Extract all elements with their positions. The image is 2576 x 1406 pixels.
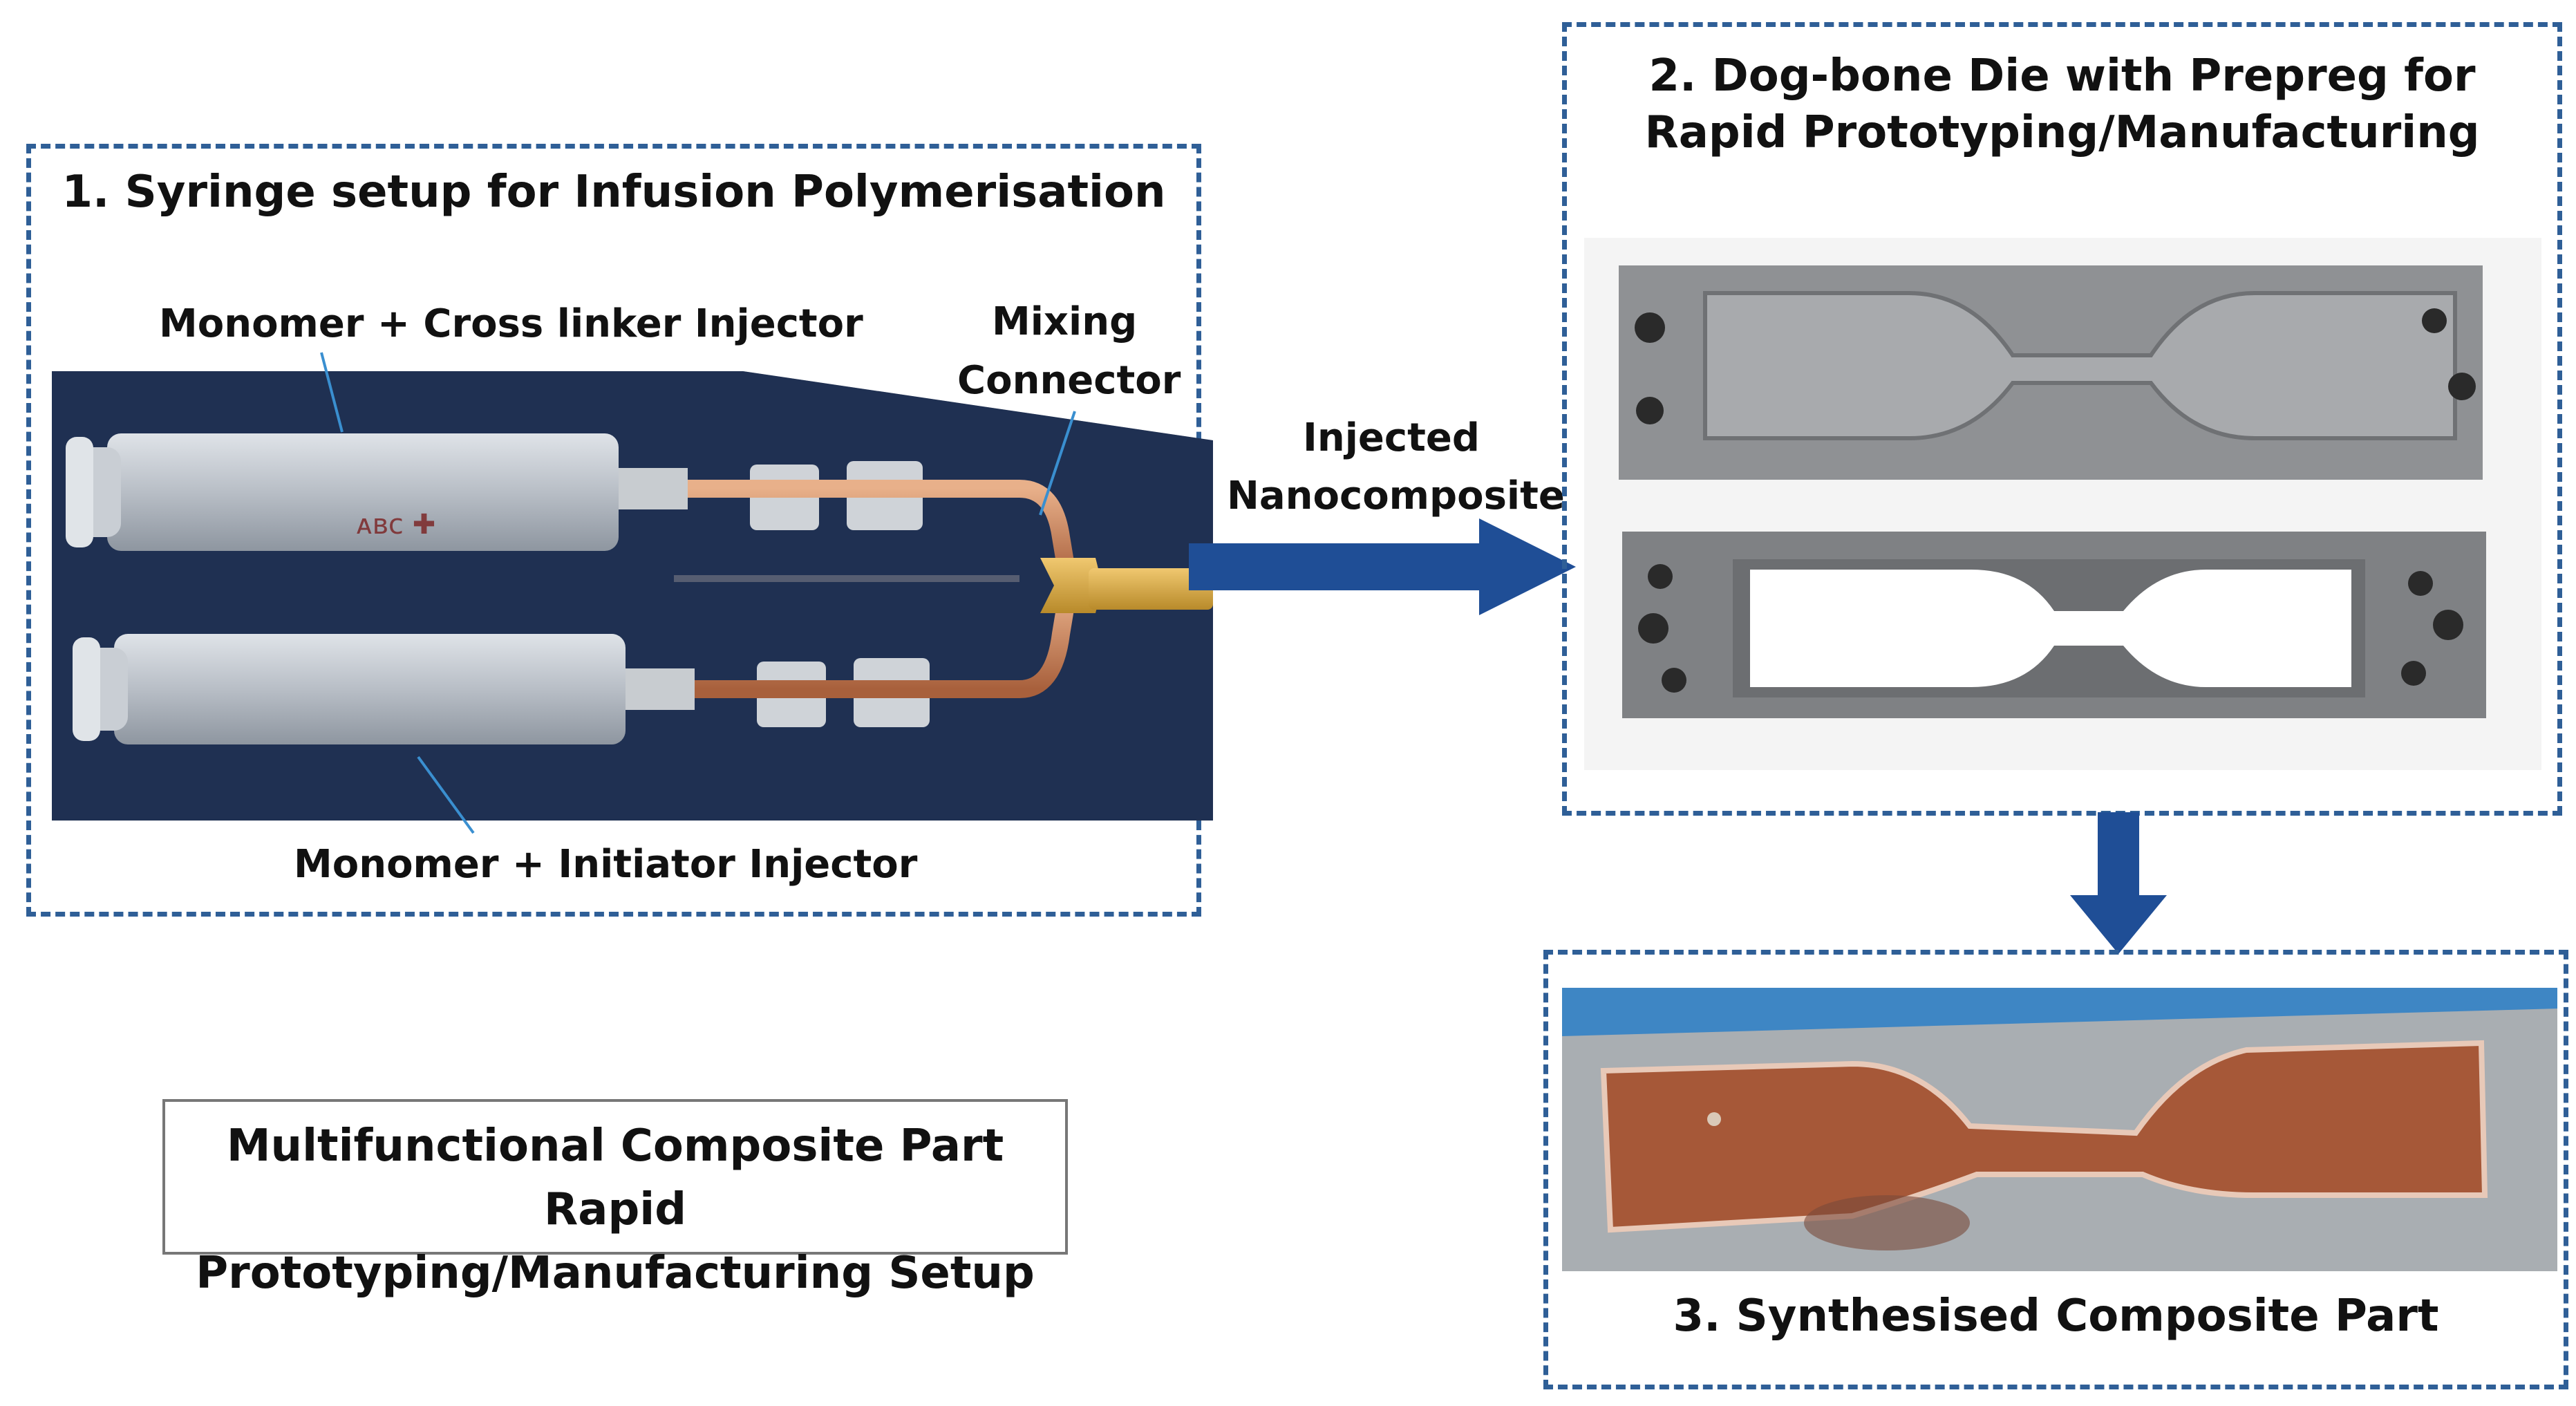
dogbone-die-title-line2: Rapid Prototyping/Manufacturing	[1644, 107, 2480, 158]
process-arrow-right	[1189, 518, 1576, 615]
setup-caption-line2: Prototyping/Manufacturing Setup	[196, 1248, 1035, 1299]
synthesised-part-title: 3. Synthesised Composite Part	[1673, 1291, 2439, 1342]
svg-text:ᴀʙᴄ ✚: ᴀʙᴄ ✚	[356, 509, 435, 541]
syringe-setup-panel: 1. Syringe setup for Infusion Polymerisa…	[26, 144, 1213, 917]
process-arrow-down	[2070, 812, 2167, 954]
mixing-connector-label-line1: Mixing	[992, 299, 1138, 344]
syringe-setup-title: 1. Syringe setup for Infusion Polymerisa…	[62, 167, 1166, 218]
setup-caption-box: Multifunctional Composite Part Rapid Pro…	[162, 1099, 1068, 1299]
arrow-label-line2: Nanocomposite	[1227, 474, 1565, 518]
synthesised-part-panel: 3. Synthesised Composite Part	[1543, 950, 2568, 1389]
initiator-injector-label: Monomer + Initiator Injector	[294, 842, 918, 887]
syringe-setup-photo: ᴀʙᴄ ✚	[52, 371, 1213, 821]
synthesised-part-photo	[1562, 988, 2557, 1271]
arrow-label-line1: Injected	[1303, 415, 1480, 460]
crosslinker-injector-label: Monomer + Cross linker Injector	[159, 301, 863, 346]
dogbone-die-photo	[1584, 238, 2541, 770]
setup-caption-line1: Multifunctional Composite Part Rapid	[226, 1121, 1004, 1235]
dogbone-die-panel: 2. Dog-bone Die with Prepreg for Rapid P…	[1562, 22, 2562, 816]
mixing-connector-label-line2: Connector	[957, 358, 1181, 403]
dogbone-die-title-line1: 2. Dog-bone Die with Prepreg for	[1648, 50, 2476, 102]
